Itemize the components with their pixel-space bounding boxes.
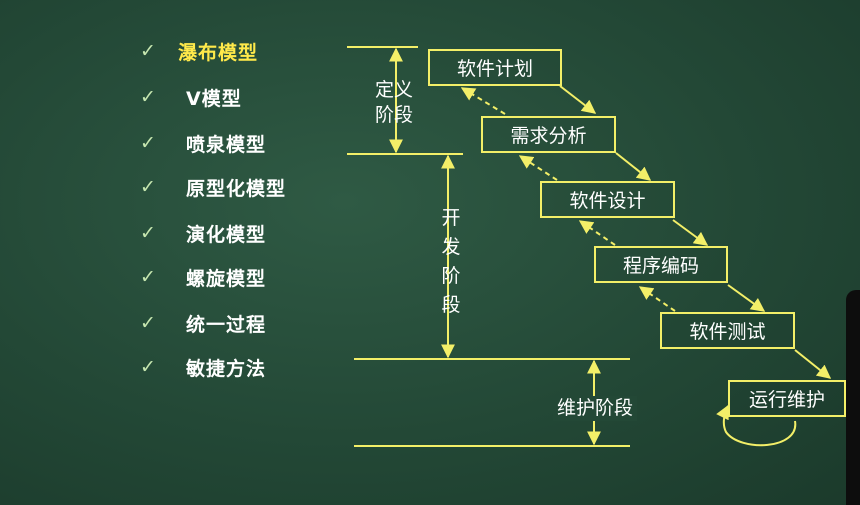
flow-arrow xyxy=(672,219,709,246)
list-item: ✓ 演化模型 xyxy=(140,218,266,248)
step-box-testing: 软件测试 xyxy=(660,312,795,349)
check-icon: ✓ xyxy=(140,312,156,334)
check-icon: ✓ xyxy=(140,40,156,62)
step-box-requirements: 需求分析 xyxy=(481,116,616,153)
check-icon: ✓ xyxy=(140,86,156,108)
model-label: 敏捷方法 xyxy=(186,357,267,380)
step-box-coding: 程序编码 xyxy=(594,246,728,283)
phase-label-char: 段 xyxy=(441,294,461,316)
check-icon: ✓ xyxy=(140,266,156,288)
list-item: ✓ 统一过程 xyxy=(140,308,266,338)
model-label: V模型 xyxy=(186,87,242,110)
feedback-arrow xyxy=(460,87,506,115)
list-item: ✓ 螺旋模型 xyxy=(140,262,266,292)
feedback-arrow xyxy=(638,286,676,312)
feedback-arrow xyxy=(578,220,616,246)
step-box-plan: 软件计划 xyxy=(428,49,562,86)
list-item: ✓ V模型 xyxy=(140,82,242,112)
flow-arrow xyxy=(615,152,652,181)
check-icon: ✓ xyxy=(140,356,156,378)
phase-label-line: 定义 xyxy=(374,79,413,101)
phase-label-development: 开 发 阶 段 xyxy=(437,204,465,320)
model-label: 原型化模型 xyxy=(186,177,287,200)
list-item: ✓ 敏捷方法 xyxy=(140,352,266,382)
model-label: 螺旋模型 xyxy=(186,267,267,290)
maintenance-loop-arrow xyxy=(716,404,797,447)
phase-label-definition: 定义 阶段 xyxy=(369,78,419,128)
list-item: ✓ 喷泉模型 xyxy=(140,128,266,158)
phase-label-char: 发 xyxy=(441,236,461,258)
model-label-waterfall: 瀑布模型 xyxy=(178,41,259,64)
check-icon: ✓ xyxy=(140,176,156,198)
phase-label-char: 阶 xyxy=(441,265,461,287)
check-icon: ✓ xyxy=(140,222,156,244)
model-label: 统一过程 xyxy=(186,313,267,336)
model-label: 喷泉模型 xyxy=(186,133,267,156)
phase-label-maintenance: 维护阶段 xyxy=(553,396,637,421)
list-item: ✓ 瀑布模型 xyxy=(140,36,258,66)
presenter-silhouette xyxy=(846,290,860,505)
list-item: ✓ 原型化模型 xyxy=(140,172,286,202)
model-label: 演化模型 xyxy=(186,223,267,246)
step-box-design: 软件设计 xyxy=(540,181,675,218)
flow-arrow xyxy=(794,349,832,379)
check-icon: ✓ xyxy=(140,132,156,154)
phase-label-char: 开 xyxy=(441,207,461,229)
flow-arrow xyxy=(559,85,597,114)
flow-arrow xyxy=(727,284,766,312)
step-box-operation: 运行维护 xyxy=(728,380,846,417)
phase-label-line: 阶段 xyxy=(374,104,413,126)
feedback-arrow xyxy=(518,155,558,181)
